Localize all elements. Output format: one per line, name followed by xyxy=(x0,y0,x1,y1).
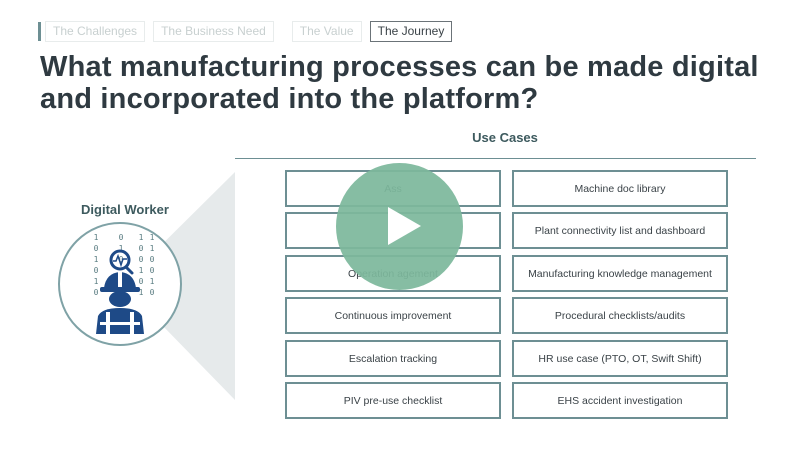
hard-hat-icon xyxy=(100,272,140,292)
worker-vest-icon xyxy=(96,308,144,334)
binary-column: 1 0 0 1 0 1 xyxy=(138,233,144,297)
section-tabs: The Challenges The Business Need The Val… xyxy=(45,21,453,42)
magnifier-icon xyxy=(109,249,134,275)
tab-the-value[interactable]: The Value xyxy=(291,21,362,42)
digital-worker-icon xyxy=(96,249,144,334)
use-cases-heading: Use Cases xyxy=(472,130,538,145)
use-case-box: PIV pre-use checklist xyxy=(285,382,501,419)
use-case-box: HR use case (PTO, OT, Swift Shift) xyxy=(512,340,728,377)
use-case-box: Plant connectivity list and dashboard xyxy=(512,212,728,249)
use-case-box: Escalation tracking xyxy=(285,340,501,377)
use-cases-divider xyxy=(235,158,756,159)
slide-title: What manufacturing processes can be made… xyxy=(40,51,759,115)
use-case-box: Machine doc library xyxy=(512,170,728,207)
tab-the-business-need[interactable]: The Business Need xyxy=(153,21,274,42)
binary-column: 1 0 1 0 1 0 xyxy=(93,233,99,297)
header-accent-bar xyxy=(38,22,41,41)
play-icon[interactable] xyxy=(388,207,421,245)
use-case-box: EHS accident investigation xyxy=(512,382,728,419)
tab-the-challenges[interactable]: The Challenges xyxy=(45,21,146,42)
use-case-box: Procedural checklists/audits xyxy=(512,297,728,334)
digital-worker-label: Digital Worker xyxy=(81,202,169,217)
binary-column: 1 1 0 0 1 0 xyxy=(149,233,155,297)
tab-the-journey[interactable]: The Journey xyxy=(369,21,453,42)
binary-column: 0 1 0 xyxy=(118,233,124,264)
use-case-box: Manufacturing knowledge management xyxy=(512,255,728,292)
use-case-box: Continuous improvement xyxy=(285,297,501,334)
